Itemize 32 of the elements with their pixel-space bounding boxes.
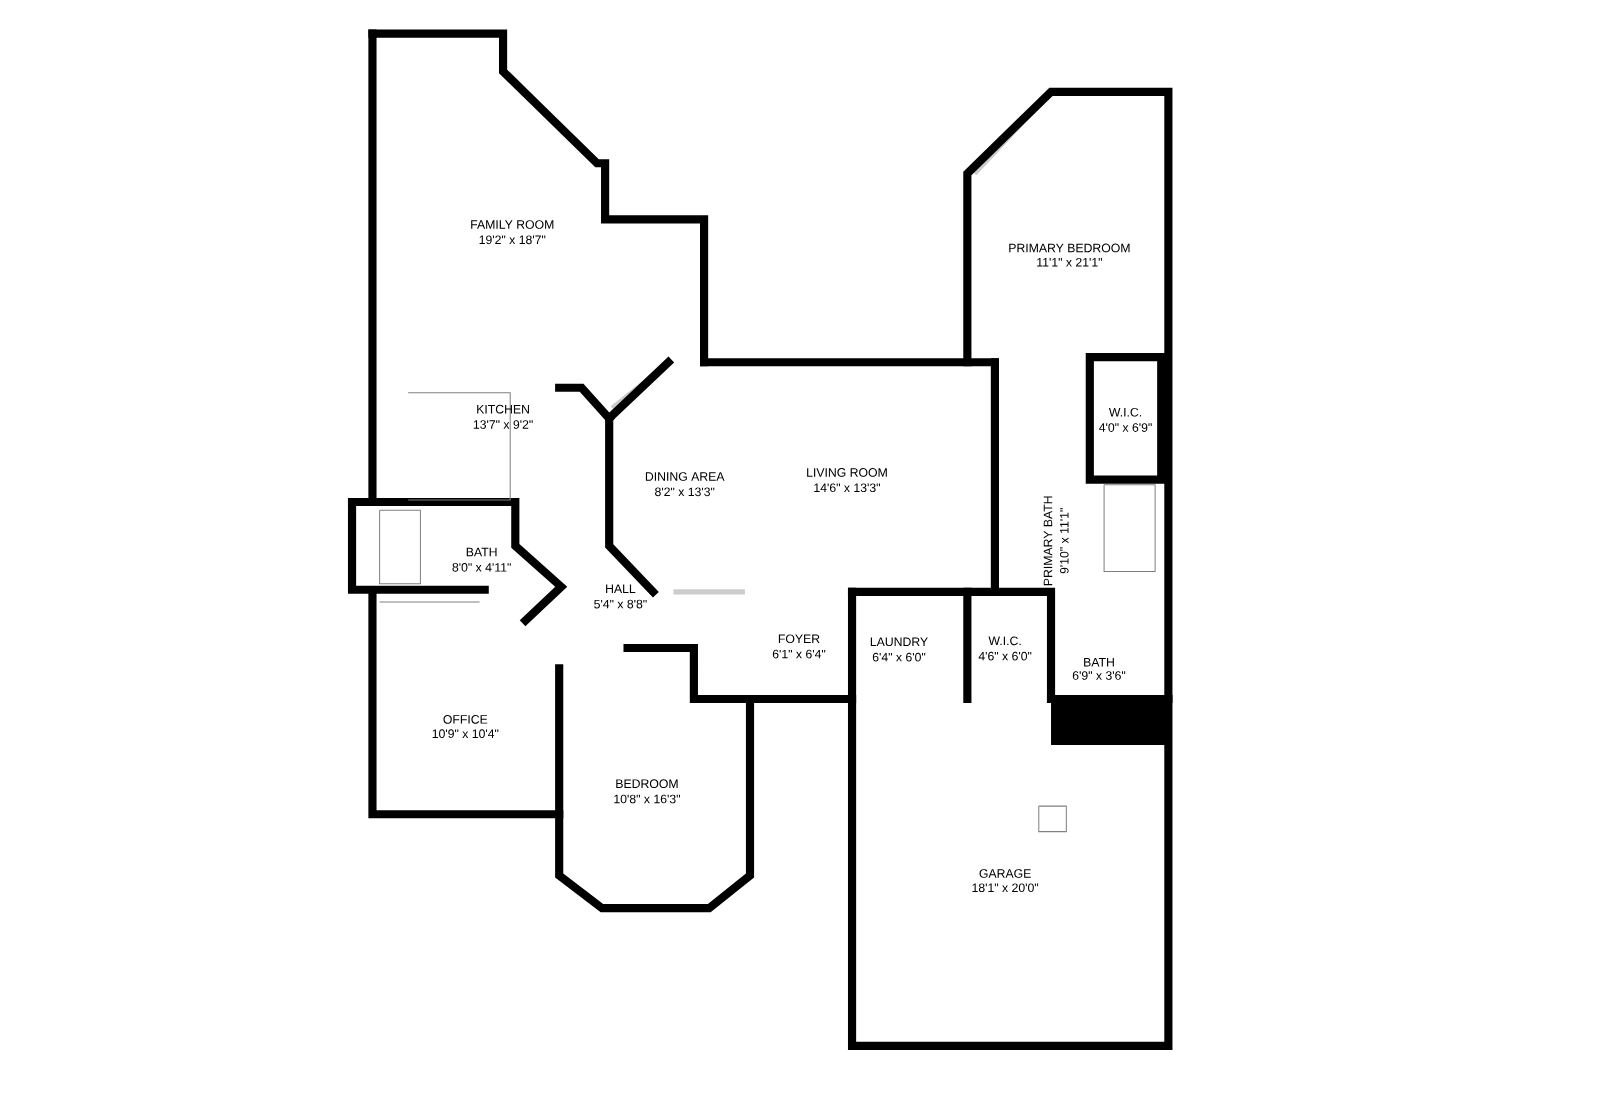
room-name: W.I.C. <box>1108 407 1142 417</box>
room-name: BEDROOM <box>616 779 678 788</box>
room-dimension: 9'10" x 11'1" <box>1059 508 1069 574</box>
room-name: OFFICE <box>443 714 488 724</box>
room-name: PRIMARY BEDROOM <box>1009 243 1130 253</box>
room-dimension: 8'0" x 4'11" <box>452 562 511 572</box>
room-dimension: 4'0" x 6'9" <box>1099 423 1152 432</box>
room-name: DINING AREA <box>645 472 725 481</box>
room-name: W.I.C. <box>988 636 1021 646</box>
room-name: HALL <box>606 584 636 593</box>
room-dimension: 6'4" x 6'0" <box>872 652 926 662</box>
room-name: FOYER <box>778 634 820 643</box>
room-name: LAUNDRY <box>870 637 928 646</box>
room-dimension: 18'1" x 20'0" <box>972 883 1039 892</box>
room-dimension: 5'4" x 8'8" <box>594 599 647 609</box>
room-name: BATH <box>466 547 497 557</box>
room-name: PRIMARY BATH <box>1043 496 1053 586</box>
room-dimension: 11'1" x 21'1" <box>1037 257 1102 267</box>
room-name: KITCHEN <box>477 404 529 414</box>
room-dimension: 8'2" x 13'3" <box>655 487 715 497</box>
room-dimension: 14'6" x 13'3" <box>814 483 880 492</box>
room-dimension: 13'7" x 9'2" <box>473 420 533 429</box>
room-dimension: 10'8" x 16'3" <box>614 794 680 804</box>
room-name: LIVING ROOM <box>807 468 887 477</box>
room-dimension: 6'9" x 3'6" <box>1072 671 1126 680</box>
room-name: GARAGE <box>979 869 1031 878</box>
room-dimension: 10'9" x 10'4" <box>432 729 499 738</box>
room-name: FAMILY ROOM <box>471 220 554 229</box>
room-name: BATH <box>1084 657 1114 667</box>
room-dimension: 4'6" x 6'0" <box>978 651 1032 661</box>
room-dimension: 6'1" x 6'4" <box>772 649 826 659</box>
room-dimension: 19'2" x 18'7" <box>479 235 546 244</box>
